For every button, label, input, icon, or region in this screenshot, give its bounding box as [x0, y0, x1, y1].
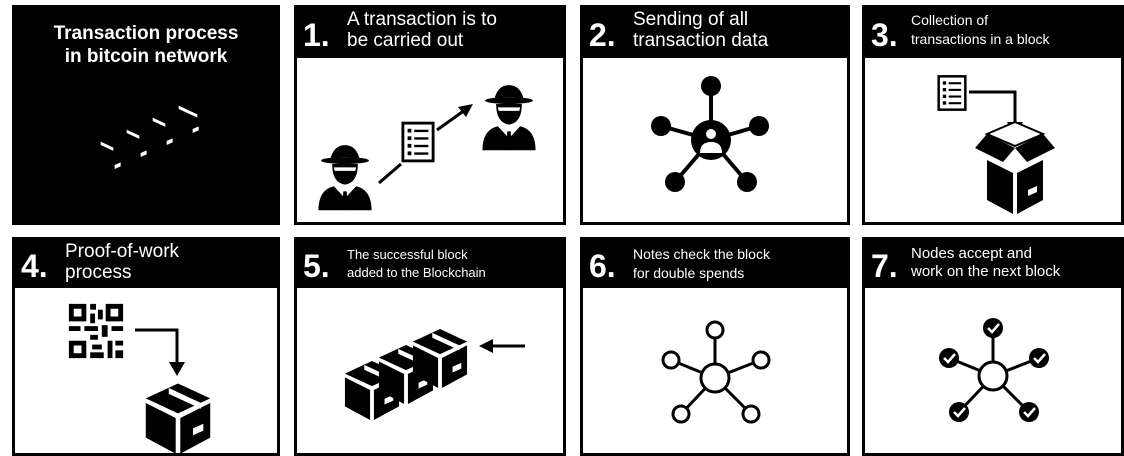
network-broadcast-icon — [651, 76, 769, 192]
step-1-title: A transaction is to be carried out — [347, 9, 497, 51]
step-1-header: 1. A transaction is to be carried out — [297, 8, 563, 58]
block-box-icon — [145, 383, 211, 453]
step-7-panel: 7. Nodes accept and work on the next blo… — [862, 237, 1124, 456]
block-chain-icon — [87, 103, 203, 180]
step-5-panel: 5. The successful block added to the Blo… — [294, 237, 566, 456]
step-3-number: 3. — [871, 17, 898, 53]
step-7-header: 7. Nodes accept and work on the next blo… — [865, 240, 1121, 288]
step-4-number: 4. — [21, 248, 48, 284]
add-to-blockchain-illustration — [344, 329, 525, 420]
step-3-panel: 3. Collection of transactions in a block — [862, 5, 1124, 225]
transaction-illustration — [318, 85, 536, 211]
node-network-icon — [661, 320, 771, 424]
step-4-header: 4. Proof-of-work process — [15, 240, 277, 288]
transaction-document-icon — [401, 121, 435, 163]
step-5-title: The successful block added to the Blockc… — [347, 247, 486, 281]
step-6-header: 6. Notes check the block for double spen… — [583, 240, 847, 288]
step-2-panel: 2. Sending of all transaction data — [580, 5, 850, 225]
step-1-panel: 1. A transaction is to be carried out — [294, 5, 566, 225]
qr-code-icon — [68, 303, 124, 359]
step-4-panel: 4. Proof-of-work process — [12, 237, 280, 456]
diagram-title: Transaction process in bitcoin network — [53, 23, 239, 67]
receiver-agent-icon — [482, 85, 536, 151]
step-2-title: Sending of all transaction data — [633, 9, 769, 51]
verified-node-network-icon — [939, 318, 1049, 422]
step-3-header: 3. Collection of transactions in a block — [865, 8, 1121, 58]
step-5-number: 5. — [303, 248, 330, 284]
collect-into-block-icon — [937, 75, 1055, 215]
open-block-box-icon — [975, 121, 1055, 215]
check-node-icon — [939, 318, 1049, 422]
transactions-list-icon — [937, 75, 967, 111]
step-2-number: 2. — [589, 17, 616, 53]
step-6-panel: 6. Notes check the block for double spen… — [580, 237, 850, 456]
step-7-number: 7. — [871, 248, 898, 284]
step-6-title: Notes check the block for double spends — [633, 246, 770, 282]
proof-of-work-illustration — [68, 303, 211, 453]
step-1-number: 1. — [303, 17, 330, 53]
step-3-title: Collection of transactions in a block — [911, 12, 1050, 48]
sender-agent-icon — [318, 145, 372, 211]
step-4-title: Proof-of-work process — [65, 241, 180, 283]
step-7-title: Nodes accept and work on the next block — [911, 245, 1061, 281]
step-6-number: 6. — [589, 248, 616, 284]
intro-panel: Transaction process in bitcoin network — [12, 5, 280, 225]
step-2-header: 2. Sending of all transaction data — [583, 8, 847, 58]
step-5-header: 5. The successful block added to the Blo… — [297, 240, 563, 288]
